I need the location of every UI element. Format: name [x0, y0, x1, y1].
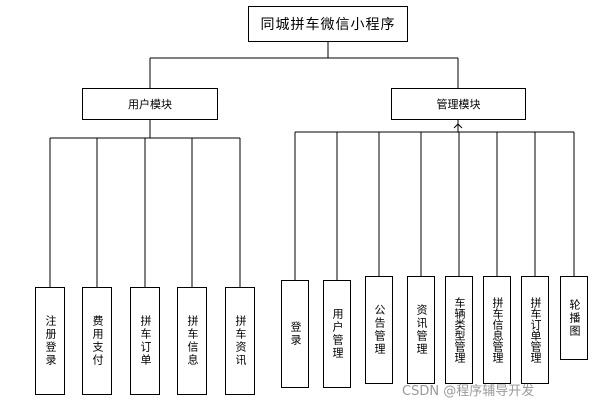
user-child-label: 注册登录	[44, 315, 57, 367]
admin-child-label: 拼车订单管理	[529, 297, 542, 363]
admin-module-node: 管理模块	[391, 88, 526, 120]
admin-child-node: 用户管理	[323, 280, 351, 388]
user-child-node: 拼车订单	[130, 287, 160, 395]
user-child-label: 拼车资讯	[234, 315, 247, 367]
admin-child-label: 车辆类型管理	[453, 297, 466, 363]
user-child-node: 拼车信息	[177, 287, 207, 395]
admin-child-label: 拼车信息管理	[491, 297, 504, 363]
user-child-node: 注册登录	[35, 287, 65, 395]
user-child-node: 拼车资讯	[225, 287, 255, 395]
connector-admin-arrowhead	[453, 123, 463, 129]
admin-child-node: 车辆类型管理	[445, 276, 473, 384]
user-child-label: 拼车订单	[139, 315, 152, 367]
admin-module-label: 管理模块	[436, 98, 481, 111]
admin-child-label: 资讯管理	[415, 304, 428, 356]
user-module-label: 用户模块	[128, 98, 172, 111]
admin-child-label: 用户管理	[331, 308, 344, 360]
user-child-label: 费用支付	[91, 315, 104, 367]
admin-child-node: 公告管理	[365, 276, 393, 384]
root-node-label: 同城拼车微信小程序	[260, 17, 396, 33]
admin-child-node: 拼车信息管理	[483, 276, 511, 384]
csdn-watermark: CSDN @程序辅导开发	[402, 384, 535, 399]
root-node: 同城拼车微信小程序	[248, 6, 408, 42]
admin-child-node: 登录	[281, 280, 309, 388]
admin-child-node: 拼车订单管理	[521, 276, 549, 384]
user-child-label: 拼车信息	[186, 315, 199, 367]
admin-child-label: 登录	[289, 321, 302, 347]
user-module-node: 用户模块	[82, 88, 218, 120]
admin-child-label: 公告管理	[373, 304, 386, 356]
user-child-node: 费用支付	[82, 287, 112, 395]
admin-child-node: 资讯管理	[407, 276, 435, 384]
admin-child-node: 轮播图	[560, 276, 588, 360]
admin-child-label: 轮播图	[568, 298, 581, 338]
